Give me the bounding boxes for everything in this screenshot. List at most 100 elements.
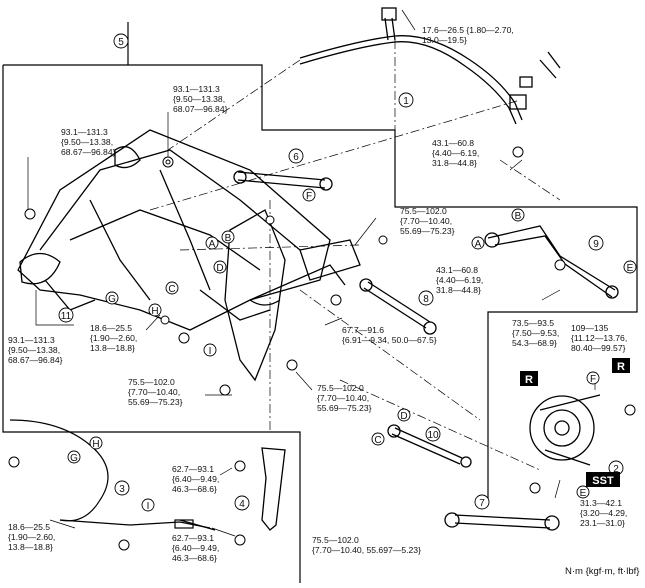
torque-t-mid-left-line-2: {1.90—2.60, [90,333,137,343]
torque-t-sway-link-line-2: 13.0—19.5} [422,35,467,45]
torque-t-mid-right-line-1: 67.7—91.6 [342,325,384,335]
letter-g-1: G [108,294,116,305]
torque-t-bottom-left-line-2: {9.50—13.38, [8,345,60,355]
torque-t-stab-link-line-2: {4.40—6.19, [432,148,479,158]
torque-t-sst-line-3: 23.1—31.0} [580,518,625,528]
torque-t-mid-left-line-1: 18.6—25.5 [90,323,132,333]
torque-t-cable-line-2: {1.90—2.60, [8,532,55,542]
torque-specs: 17.6—26.5 {1.80—2.70,13.0—19.5} 93.1—131.… [8,25,627,563]
torque-t-spring-b-line-2: {6.40—9.49, [172,543,219,553]
torque-t-lower-left-line-3: 55.69—75.23} [128,397,183,407]
callout-11: 11 [61,311,72,322]
torque-t-lower-center-line-2: {7.70—10.40, [317,393,369,403]
torque-t-mid-right-line-2: {6.91—9.34, 50.0—67.5} [342,335,437,345]
letter-a-1: A [209,239,216,250]
callout-3-circle [114,480,130,496]
badges: R R SST [520,358,630,487]
letter-d-1: D [216,263,223,274]
callout-8: 8 [423,294,429,305]
callout-9-circle [588,235,604,251]
unit-footer: N·m {kgf·m, ft·lbf} [565,566,639,577]
callout-8-circle [418,290,434,306]
torque-t-stab-link-line-1: 43.1—60.8 [432,138,474,148]
callout-9: 9 [593,239,599,250]
torque-t-spring-b-line-1: 62.7—93.1 [172,533,214,543]
torque-t-lower-center-line-3: 55.69—75.23} [317,403,372,413]
torque-t-right-upper-line-2: {7.70—10.40, [400,216,452,226]
torque-t-sway-link-line-1: 17.6—26.5 {1.80—2.70, [422,25,514,35]
callout-7: 7 [479,498,485,509]
callout-10: 10 [427,430,439,441]
callout-numbers [58,33,624,511]
letter-f-2: F [590,374,596,385]
letter-markers [67,188,637,512]
lateral-link-upper [359,278,437,335]
badge-r-2-bg [612,358,630,373]
letter-i-2: I [147,501,150,512]
torque-t-top-center-line-2: {9.50—13.38, [173,94,225,104]
torque-t-hub-a-line-2: {7.50—9.53, [512,328,559,338]
torque-t-lower-left-line-1: 75.5—102.0 [128,377,175,387]
callout-5-circle [113,33,129,49]
letter-i-1: I [209,346,212,357]
leader-lines [149,40,561,471]
torque-t-spring-a-line-2: {6.40—9.49, [172,474,219,484]
badge-sst-bg [586,472,620,487]
callout-6: 6 [293,152,299,163]
torque-t-top-center-line-1: 93.1—131.3 [173,84,220,94]
torque-t-stab-link-line-3: 31.8—44.8} [432,158,477,168]
wheel-hub [529,394,601,466]
callout-10-circle [425,426,441,442]
letter-b-2: B [515,211,522,222]
torque-t-top-center-line-3: 68.07—96.84} [173,104,228,114]
badge-r-2: R [617,361,625,373]
letter-h-1: H [151,306,158,317]
letter-c-2: C [374,435,381,446]
callout-number-texts: 1 2 3 4 5 6 7 8 9 10 11 [61,37,619,510]
torque-t-spring-a-line-3: 46.3—68.6} [172,484,217,494]
torque-t-spring-a-line-1: 62.7—93.1 [172,464,214,474]
letter-h-2: H [92,439,99,450]
letter-e-2: E [580,488,587,499]
callout-6-circle [288,148,304,164]
callout-4-circle [234,495,250,511]
torque-t-cable-line-3: 13.8—18.8} [8,542,53,552]
torque-t-hub-b-line-2: {11.12—13.76, [571,333,627,343]
letter-d-2: D [400,411,407,422]
letter-texts: A A B B C C D D E E F F G G H H I I [70,191,634,512]
toe-link [444,512,560,531]
callout-1-circle [398,92,414,108]
torque-t-spring-b-line-3: 46.3—68.6} [172,553,217,563]
torque-t-right-upper-line-1: 75.5—102.0 [400,206,447,216]
letter-c-1: C [168,284,175,295]
torque-t-bottom-left-line-3: 68.67—96.84} [8,355,63,365]
torque-t-bottom-line-1: 75.5—102.0 [312,535,359,545]
callout-leaders [27,9,596,537]
torque-t-hub-b-line-1: 109—135 [571,323,608,333]
letter-g-2: G [70,453,78,464]
torque-t-bottom-line-2: {7.70—10.40, 55.697—5.23} [312,545,421,555]
torque-t-cable-line-1: 18.6—25.5 [8,522,50,532]
letter-b-1: B [225,233,232,244]
callout-4: 4 [239,499,245,510]
torque-t-top-left-line-3: 68.67—96.84} [61,147,116,157]
lower-arm [261,447,286,531]
torque-t-lower-center-line-1: 75.5—102.0 [317,383,364,393]
callout-2: 2 [613,464,619,475]
callout-7-circle [474,494,490,510]
torque-t-hub-a-line-1: 73.5—93.5 [512,318,554,328]
torque-t-bottom-left-line-1: 93.1—131.3 [8,335,55,345]
trailing-arm [484,225,619,299]
parking-brake-cable [9,419,216,531]
callout-3: 3 [119,484,125,495]
torque-t-hub-b-line-3: 80.40—99.57} [571,343,626,353]
frame-outline [2,22,638,583]
letter-a-2: A [475,239,482,250]
bolts [8,146,636,551]
torque-t-hub-a-line-3: 54.3—68.9} [512,338,557,348]
letter-f-1: F [306,191,312,202]
torque-t-sst-line-2: {3.20—4.29, [580,508,627,518]
stabilizer-bar [299,7,561,125]
